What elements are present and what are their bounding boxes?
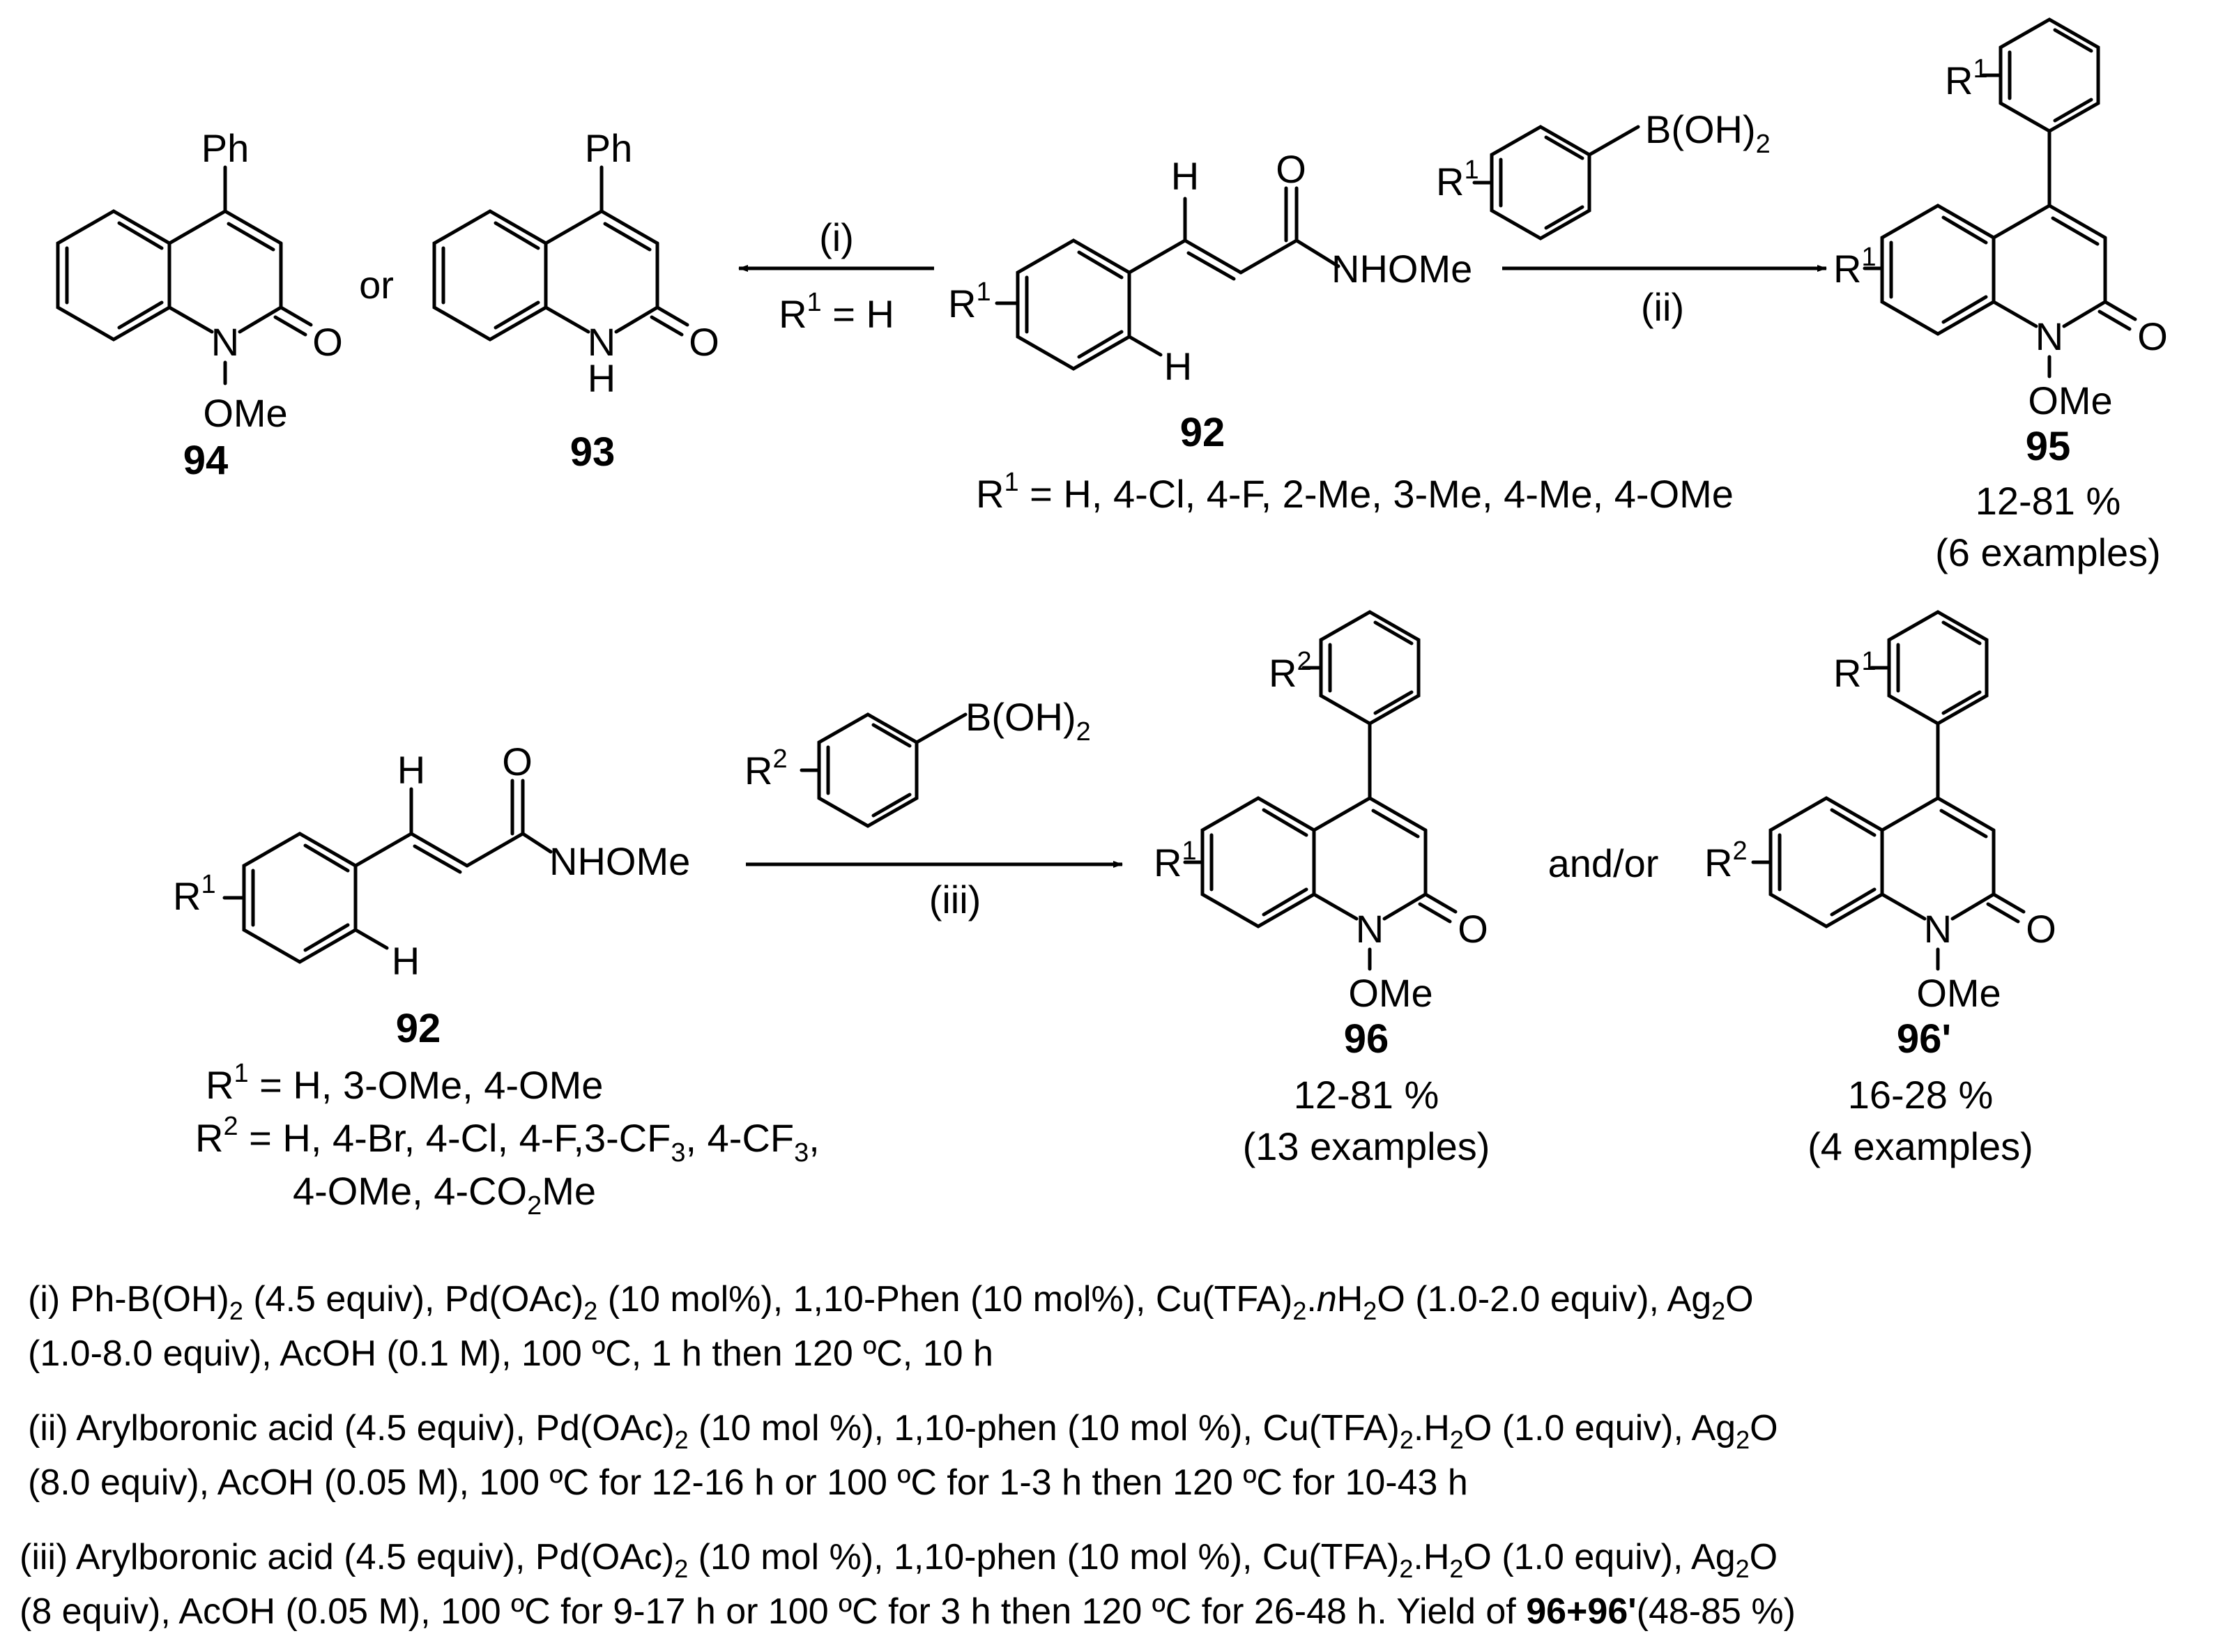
compound-label-96: 96 (1344, 1016, 1389, 1062)
compound-label-93: 93 (570, 429, 616, 475)
atom-boh2-ii: B(OH)2 (1645, 107, 1771, 159)
compound-label-92-bottom: 92 (396, 1006, 441, 1051)
condition-ii-line1: (ii) Arylboronic acid (4.5 equiv), Pd(OA… (28, 1408, 1778, 1454)
compound-label-92-top: 92 (1180, 410, 1225, 455)
atom-n-96: N (1356, 907, 1384, 951)
compound-96 (1183, 610, 1458, 971)
atom-n-94: N (211, 320, 239, 364)
atom-r1-core-96: R1 (1154, 836, 1197, 885)
compound-label-95: 95 (2026, 424, 2071, 469)
examples-95: (6 examples) (1935, 530, 2161, 574)
atom-r1-92-top: R1 (948, 277, 991, 326)
atom-n-96-prime: N (1924, 907, 1952, 951)
compound-95 (1863, 17, 2137, 378)
atom-h-93: H (588, 356, 616, 400)
r1-values-92-top: R1 = H, 4-Cl, 4-F, 2-Me, 3-Me, 4-Me, 4-O… (976, 468, 1734, 516)
atom-ome-95: OMe (2028, 378, 2112, 422)
atom-h-ortho-92-top: H (1164, 344, 1192, 388)
atom-o-92-bottom: O (502, 740, 533, 783)
condition-iii-line2: (8 equiv), AcOH (0.05 M), 100 ºC for 9-1… (20, 1591, 1796, 1632)
compound-92-bottom (222, 779, 553, 964)
condition-ii: (ii) Arylboronic acid (4.5 equiv), Pd(OA… (28, 1401, 2210, 1510)
atom-boh2-iii: B(OH)2 (965, 695, 1091, 747)
arrow-i-label: (i) (819, 215, 854, 259)
compound-94 (56, 165, 313, 385)
or-text: or (359, 263, 394, 307)
atom-o-96-prime: O (2026, 907, 2056, 951)
atom-o-95: O (2137, 314, 2168, 358)
atom-r1-aryl-95: R1 (1945, 54, 1988, 102)
atom-o-93: O (689, 320, 719, 364)
atom-h-alkene-92-top: H (1171, 154, 1199, 198)
compound-label-94: 94 (183, 438, 229, 483)
r2-values-line2-92-bottom: 4-OMe, 4-CO2Me (293, 1169, 596, 1221)
atom-n-95: N (2035, 314, 2063, 358)
condition-i: (i) Ph-B(OH)2 (4.5 equiv), Pd(OAc)2 (10 … (28, 1272, 2210, 1381)
compound-93 (432, 165, 689, 342)
r1-values-92-bottom: R1 = H, 3-OMe, 4-OMe (206, 1059, 603, 1107)
examples-96: (13 examples) (1243, 1124, 1490, 1168)
atom-r1-aryl-96-prime: R1 (1833, 647, 1877, 695)
and-or-text: and/or (1548, 841, 1659, 885)
atom-ome-96: OMe (1348, 971, 1432, 1015)
compound-label-96-prime: 96' (1897, 1016, 1951, 1062)
examples-96-prime: (4 examples) (1808, 1124, 2033, 1168)
atom-ph-93: Ph (585, 126, 633, 170)
boronic-acid-r1 (1472, 125, 1640, 240)
atom-h-ortho-92-bottom: H (392, 939, 420, 983)
atom-o-96: O (1458, 907, 1488, 951)
atom-r2-aryl-96: R2 (1269, 647, 1312, 695)
atom-nhome-92-bottom: NHOMe (549, 839, 690, 883)
condition-iii-line1: (iii) Arylboronic acid (4.5 equiv), Pd(O… (20, 1537, 1778, 1583)
atom-r1-boronic-ii: R1 (1436, 155, 1479, 204)
atom-nhome-92-top: NHOMe (1331, 247, 1472, 291)
atom-o-94: O (312, 320, 343, 364)
arrow-iii-label: (iii) (929, 878, 981, 921)
atom-r2-core-96-prime: R2 (1704, 836, 1748, 885)
arrow-i-condition: R1 = H (779, 288, 894, 336)
boronic-acid-r2 (800, 712, 968, 828)
arrow-ii-label: (ii) (1641, 285, 1684, 329)
atom-n-93: N (588, 320, 616, 364)
atom-r2-boronic-iii: R2 (744, 744, 788, 793)
condition-i-line1: (i) Ph-B(OH)2 (4.5 equiv), Pd(OAc)2 (10 … (28, 1279, 1754, 1325)
atom-h-alkene-92-bottom: H (397, 748, 425, 792)
condition-i-line2: (1.0-8.0 equiv), AcOH (0.1 M), 100 ºC, 1… (28, 1333, 993, 1374)
yield-95: 12-81 % (1976, 479, 2121, 523)
atom-r1-core-95: R1 (1833, 243, 1877, 291)
r2-values-92-bottom: R2 = H, 4-Br, 4-Cl, 4-F,3-CF3, 4-CF3, (195, 1112, 820, 1168)
atom-ph-94: Ph (201, 126, 250, 170)
atom-o-92-top: O (1276, 147, 1306, 191)
condition-iii: (iii) Arylboronic acid (4.5 equiv), Pd(O… (20, 1530, 2222, 1639)
condition-ii-line2: (8.0 equiv), AcOH (0.05 M), 100 ºC for 1… (28, 1462, 1468, 1503)
atom-ome-94: OMe (203, 391, 287, 435)
compound-92-top (995, 186, 1340, 371)
atom-r1-92-bottom: R1 (173, 870, 216, 918)
compound-96-prime (1751, 610, 2026, 971)
yield-96: 12-81 % (1294, 1073, 1439, 1117)
yield-96-prime: 16-28 % (1848, 1073, 1994, 1117)
atom-ome-96-prime: OMe (1916, 971, 2001, 1015)
